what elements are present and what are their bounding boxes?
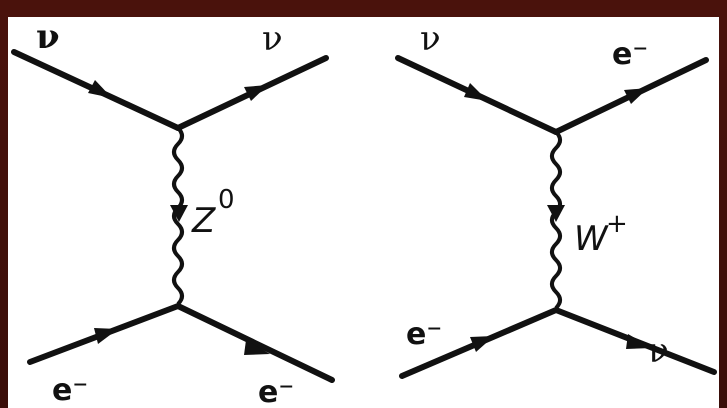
label-top-right: e⁻ — [612, 37, 648, 72]
diagram-z-exchange: ν ν Z 0 e⁻ e⁻ — [11, 17, 335, 408]
label-bottom-left: e⁻ — [406, 317, 442, 352]
boson-arrow — [170, 205, 188, 222]
label-top-right: ν — [262, 19, 283, 59]
label-boson-superscript: + — [606, 209, 628, 239]
label-bottom-right: ν — [648, 331, 669, 371]
arrow-head — [624, 88, 648, 104]
label-top-left: ν — [420, 19, 441, 59]
label-boson: W — [574, 219, 609, 259]
label-top-left: ν — [36, 17, 60, 57]
arrow-head — [626, 334, 652, 349]
boson-w-wavy-line — [550, 130, 562, 310]
label-boson-superscript: 0 — [218, 185, 235, 215]
arrow-head — [464, 83, 488, 101]
arrow-head — [470, 336, 494, 352]
label-bottom-right: e⁻ — [258, 375, 294, 408]
diagram-panel — [8, 17, 719, 408]
arrow-head — [88, 80, 112, 98]
fermion-line-bottom-right — [175, 303, 335, 383]
label-bottom-left: e⁻ — [52, 373, 88, 408]
arrow-head — [244, 85, 268, 101]
arrow-head — [94, 328, 118, 344]
boson-z-wavy-line — [172, 126, 184, 306]
diagram-w-exchange: ν e⁻ W + e⁻ ν — [395, 19, 717, 379]
label-boson: Z — [191, 201, 216, 241]
boson-arrow — [547, 205, 565, 222]
arrow-head — [244, 340, 270, 355]
